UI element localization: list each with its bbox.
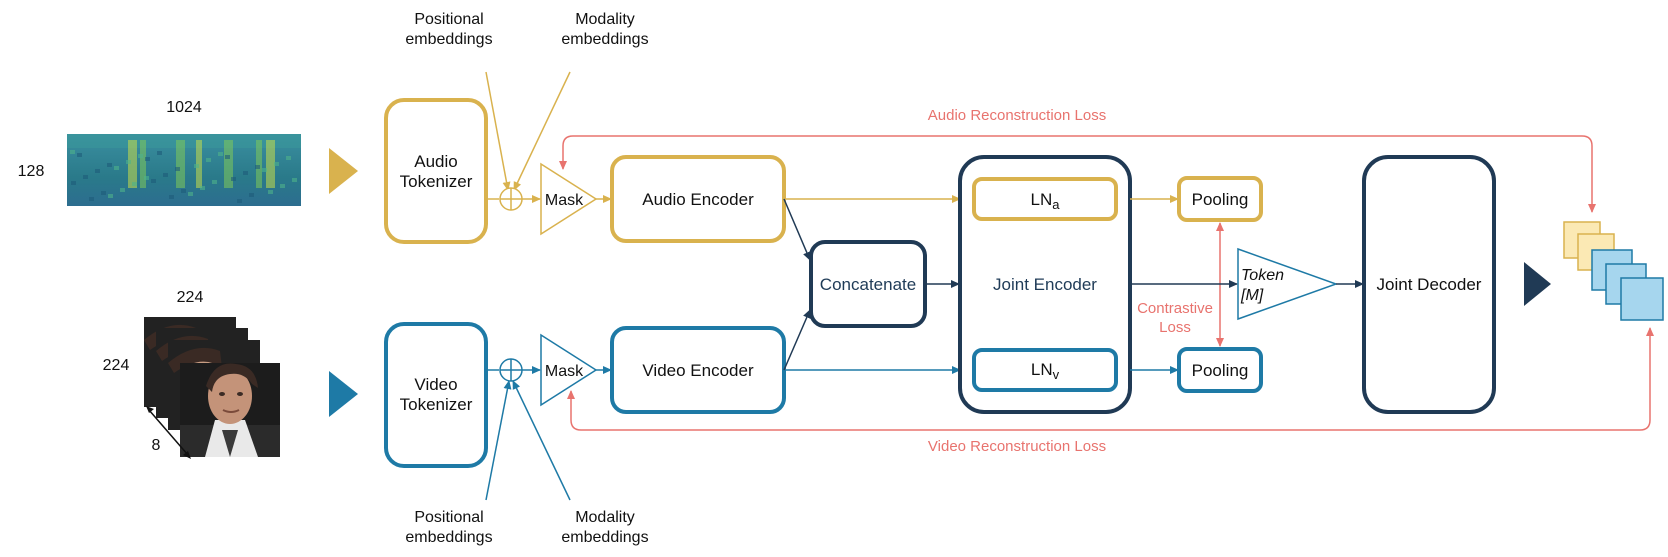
pos-emb-bottom-label-2: embeddings (405, 529, 492, 546)
pos-emb-audio-arrow (485, 71, 511, 191)
video-play-arrow (329, 371, 358, 417)
mod-emb-video-arrow (512, 380, 571, 501)
video-recon-loss-label: Video Reconstruction Loss (928, 438, 1106, 455)
audio-recon-loss-label: Audio Reconstruction Loss (928, 107, 1106, 124)
mod-emb-bottom-label-2: embeddings (561, 529, 648, 546)
token-m-triangle (1237, 247, 1339, 321)
audio-sum-node (499, 187, 523, 211)
video-tokenizer-box (384, 322, 488, 468)
video-pooling-label: Pooling (1192, 361, 1249, 380)
mod-emb-audio-arrow (513, 71, 571, 191)
reconstructed-patches (1563, 221, 1664, 321)
video-height-label: 224 (103, 357, 130, 374)
audio-recon-loss-arrow (559, 135, 1596, 213)
token-m-label-1: Token (1241, 267, 1284, 284)
audio-width-label: 1024 (166, 99, 202, 116)
contrastive-loss-label-1: Contrastive (1137, 300, 1213, 317)
audio-tokenizer-box (384, 98, 488, 244)
mod-emb-bottom-label-1: Modality (575, 509, 635, 526)
joint-encoder-label: Joint Encoder (993, 275, 1097, 294)
video-recon-loss-arrow (567, 327, 1654, 431)
audio-tokenizer-label-1: Audio (414, 152, 457, 171)
video-tokenizer-label-2: Tokenizer (400, 395, 473, 414)
pos-emb-top-label-1: Positional (414, 11, 483, 28)
spectrogram-image (67, 134, 301, 206)
video-frame (180, 363, 280, 457)
audio-play-arrow (329, 148, 358, 194)
video-frames-label: 8 (152, 437, 161, 454)
audio-input: 1024 128 (18, 99, 301, 206)
video-patch (1620, 277, 1664, 321)
pos-emb-video-arrow (485, 380, 512, 501)
token-m-label-2: [M] (1240, 287, 1264, 304)
audio-encoder-label: Audio Encoder (642, 190, 754, 209)
frames-depth-arrow (146, 406, 191, 459)
mod-emb-top-label-2: embeddings (561, 31, 648, 48)
video-sum-node (499, 358, 523, 382)
pos-emb-top-label-2: embeddings (405, 31, 492, 48)
video-mask-label: Mask (545, 363, 584, 380)
concatenate-label: Concatenate (820, 275, 916, 294)
audio-tokenizer-label-2: Tokenizer (400, 172, 473, 191)
output-play-arrow (1524, 262, 1551, 306)
joint-decoder-label: Joint Decoder (1377, 275, 1482, 294)
mod-emb-top-label-1: Modality (575, 11, 635, 28)
video-tokenizer-label-1: Video (414, 375, 457, 394)
audio-encoder-to-concat (783, 198, 811, 261)
contrastive-loss-label-2: Loss (1159, 319, 1191, 336)
audio-height-label: 128 (18, 163, 45, 180)
video-frames-image (144, 317, 280, 457)
video-width-label: 224 (177, 289, 204, 306)
video-input: 224 224 (103, 289, 280, 459)
pos-emb-bottom-label-1: Positional (414, 509, 483, 526)
video-encoder-to-concat (783, 309, 811, 371)
audio-pooling-label: Pooling (1192, 190, 1249, 209)
video-encoder-label: Video Encoder (642, 361, 754, 380)
audio-mask-label: Mask (545, 192, 584, 209)
